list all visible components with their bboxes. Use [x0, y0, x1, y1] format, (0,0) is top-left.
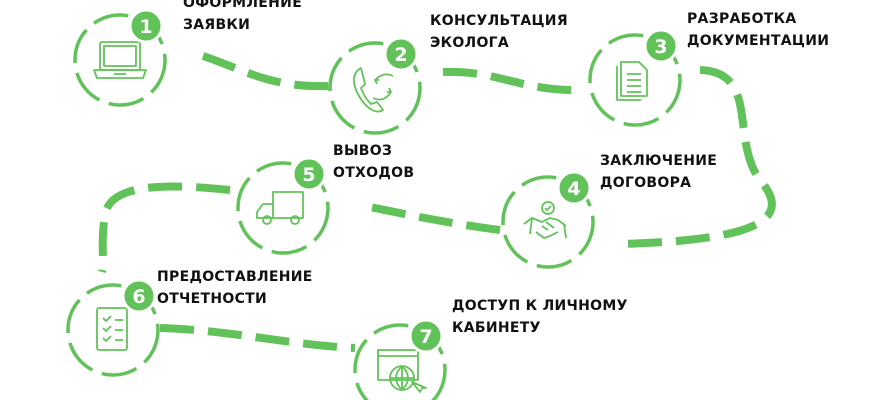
step-number: 3 — [654, 36, 667, 58]
connector-5-6 — [98, 182, 231, 273]
step-7-label: ДОСТУП К ЛИЧНОМУ КАБИНЕТУ — [452, 295, 628, 339]
phone-icon — [353, 67, 394, 113]
label-line-2: ЗАЯВКИ — [183, 17, 251, 33]
checklist-icon — [96, 307, 128, 351]
connector-1-2 — [201, 52, 331, 91]
step-6-label: ПРЕДОСТАВЛЕНИЕ ОТЧЕТНОСТИ — [157, 266, 313, 310]
step-5-label: ВЫВОЗ ОТХОДОВ — [333, 140, 414, 184]
label-line-1: КОНСУЛЬТАЦИЯ — [430, 13, 568, 29]
step-1-node: 1 — [73, 8, 167, 107]
step-badge — [556, 170, 592, 206]
web-globe-icon — [377, 349, 427, 393]
dashed-ring — [73, 13, 167, 107]
label-line-1: ЗАКЛЮЧЕНИЕ — [600, 153, 718, 169]
connector-4-5 — [359, 201, 501, 234]
truck-icon — [256, 191, 304, 225]
connector-6-7 — [159, 324, 356, 352]
label-line-2: ОТХОДОВ — [333, 165, 415, 181]
step-number: 4 — [567, 178, 580, 200]
label-line-1: ДОСТУП К ЛИЧНОМУ — [452, 298, 628, 314]
label-line-1: РАЗРАБОТКА — [687, 11, 797, 27]
handshake-icon — [523, 201, 567, 239]
step-badge — [383, 36, 419, 72]
laptop-icon — [93, 41, 147, 79]
step-badge — [128, 8, 164, 44]
step-4-label: ЗАКЛЮЧЕНИЕ ДОГОВОРА — [600, 150, 717, 194]
step-badge — [408, 318, 444, 354]
label-line-2: ОТЧЕТНОСТИ — [157, 291, 268, 307]
dashed-ring — [236, 161, 330, 255]
documents-icon — [616, 61, 648, 101]
step-number: 6 — [132, 286, 145, 308]
label-line-1: ВЫВОЗ — [333, 143, 393, 159]
step-number: 1 — [139, 16, 152, 38]
step-6-node: 6 — [66, 278, 160, 377]
label-line-2: ДОКУМЕНТАЦИИ — [687, 33, 830, 49]
step-1-label: ОФОРМЛЕНИЕ ЗАЯВКИ — [183, 0, 302, 36]
label-line-1: ПРЕДОСТАВЛЕНИЕ — [157, 269, 313, 285]
dashed-ring — [501, 175, 595, 269]
dashed-ring — [328, 41, 422, 135]
step-4-node: 4 — [501, 170, 595, 269]
step-number: 2 — [394, 44, 407, 66]
step-badge — [291, 156, 327, 192]
label-line-2: ЭКОЛОГА — [430, 35, 510, 51]
connector-2-3 — [442, 67, 586, 95]
label-line-2: ДОГОВОРА — [600, 175, 692, 191]
step-2-label: КОНСУЛЬТАЦИЯ ЭКОЛОГА — [430, 10, 568, 54]
step-number: 7 — [419, 326, 432, 348]
step-number: 5 — [302, 164, 315, 186]
step-badge — [121, 278, 157, 314]
step-2-node: 2 — [328, 36, 422, 135]
dashed-ring — [353, 323, 447, 400]
step-3-node: 3 — [588, 28, 682, 127]
dashed-ring — [66, 283, 160, 377]
connector-paths — [98, 52, 776, 352]
step-3-label: РАЗРАБОТКА ДОКУМЕНТАЦИИ — [687, 8, 829, 52]
step-badge — [643, 28, 679, 64]
step-5-node: 5 — [236, 156, 330, 255]
dashed-ring — [588, 33, 682, 127]
label-line-2: КАБИНЕТУ — [452, 320, 541, 336]
label-line-1: ОФОРМЛЕНИЕ — [183, 0, 303, 11]
step-7-node: 7 — [353, 318, 447, 400]
